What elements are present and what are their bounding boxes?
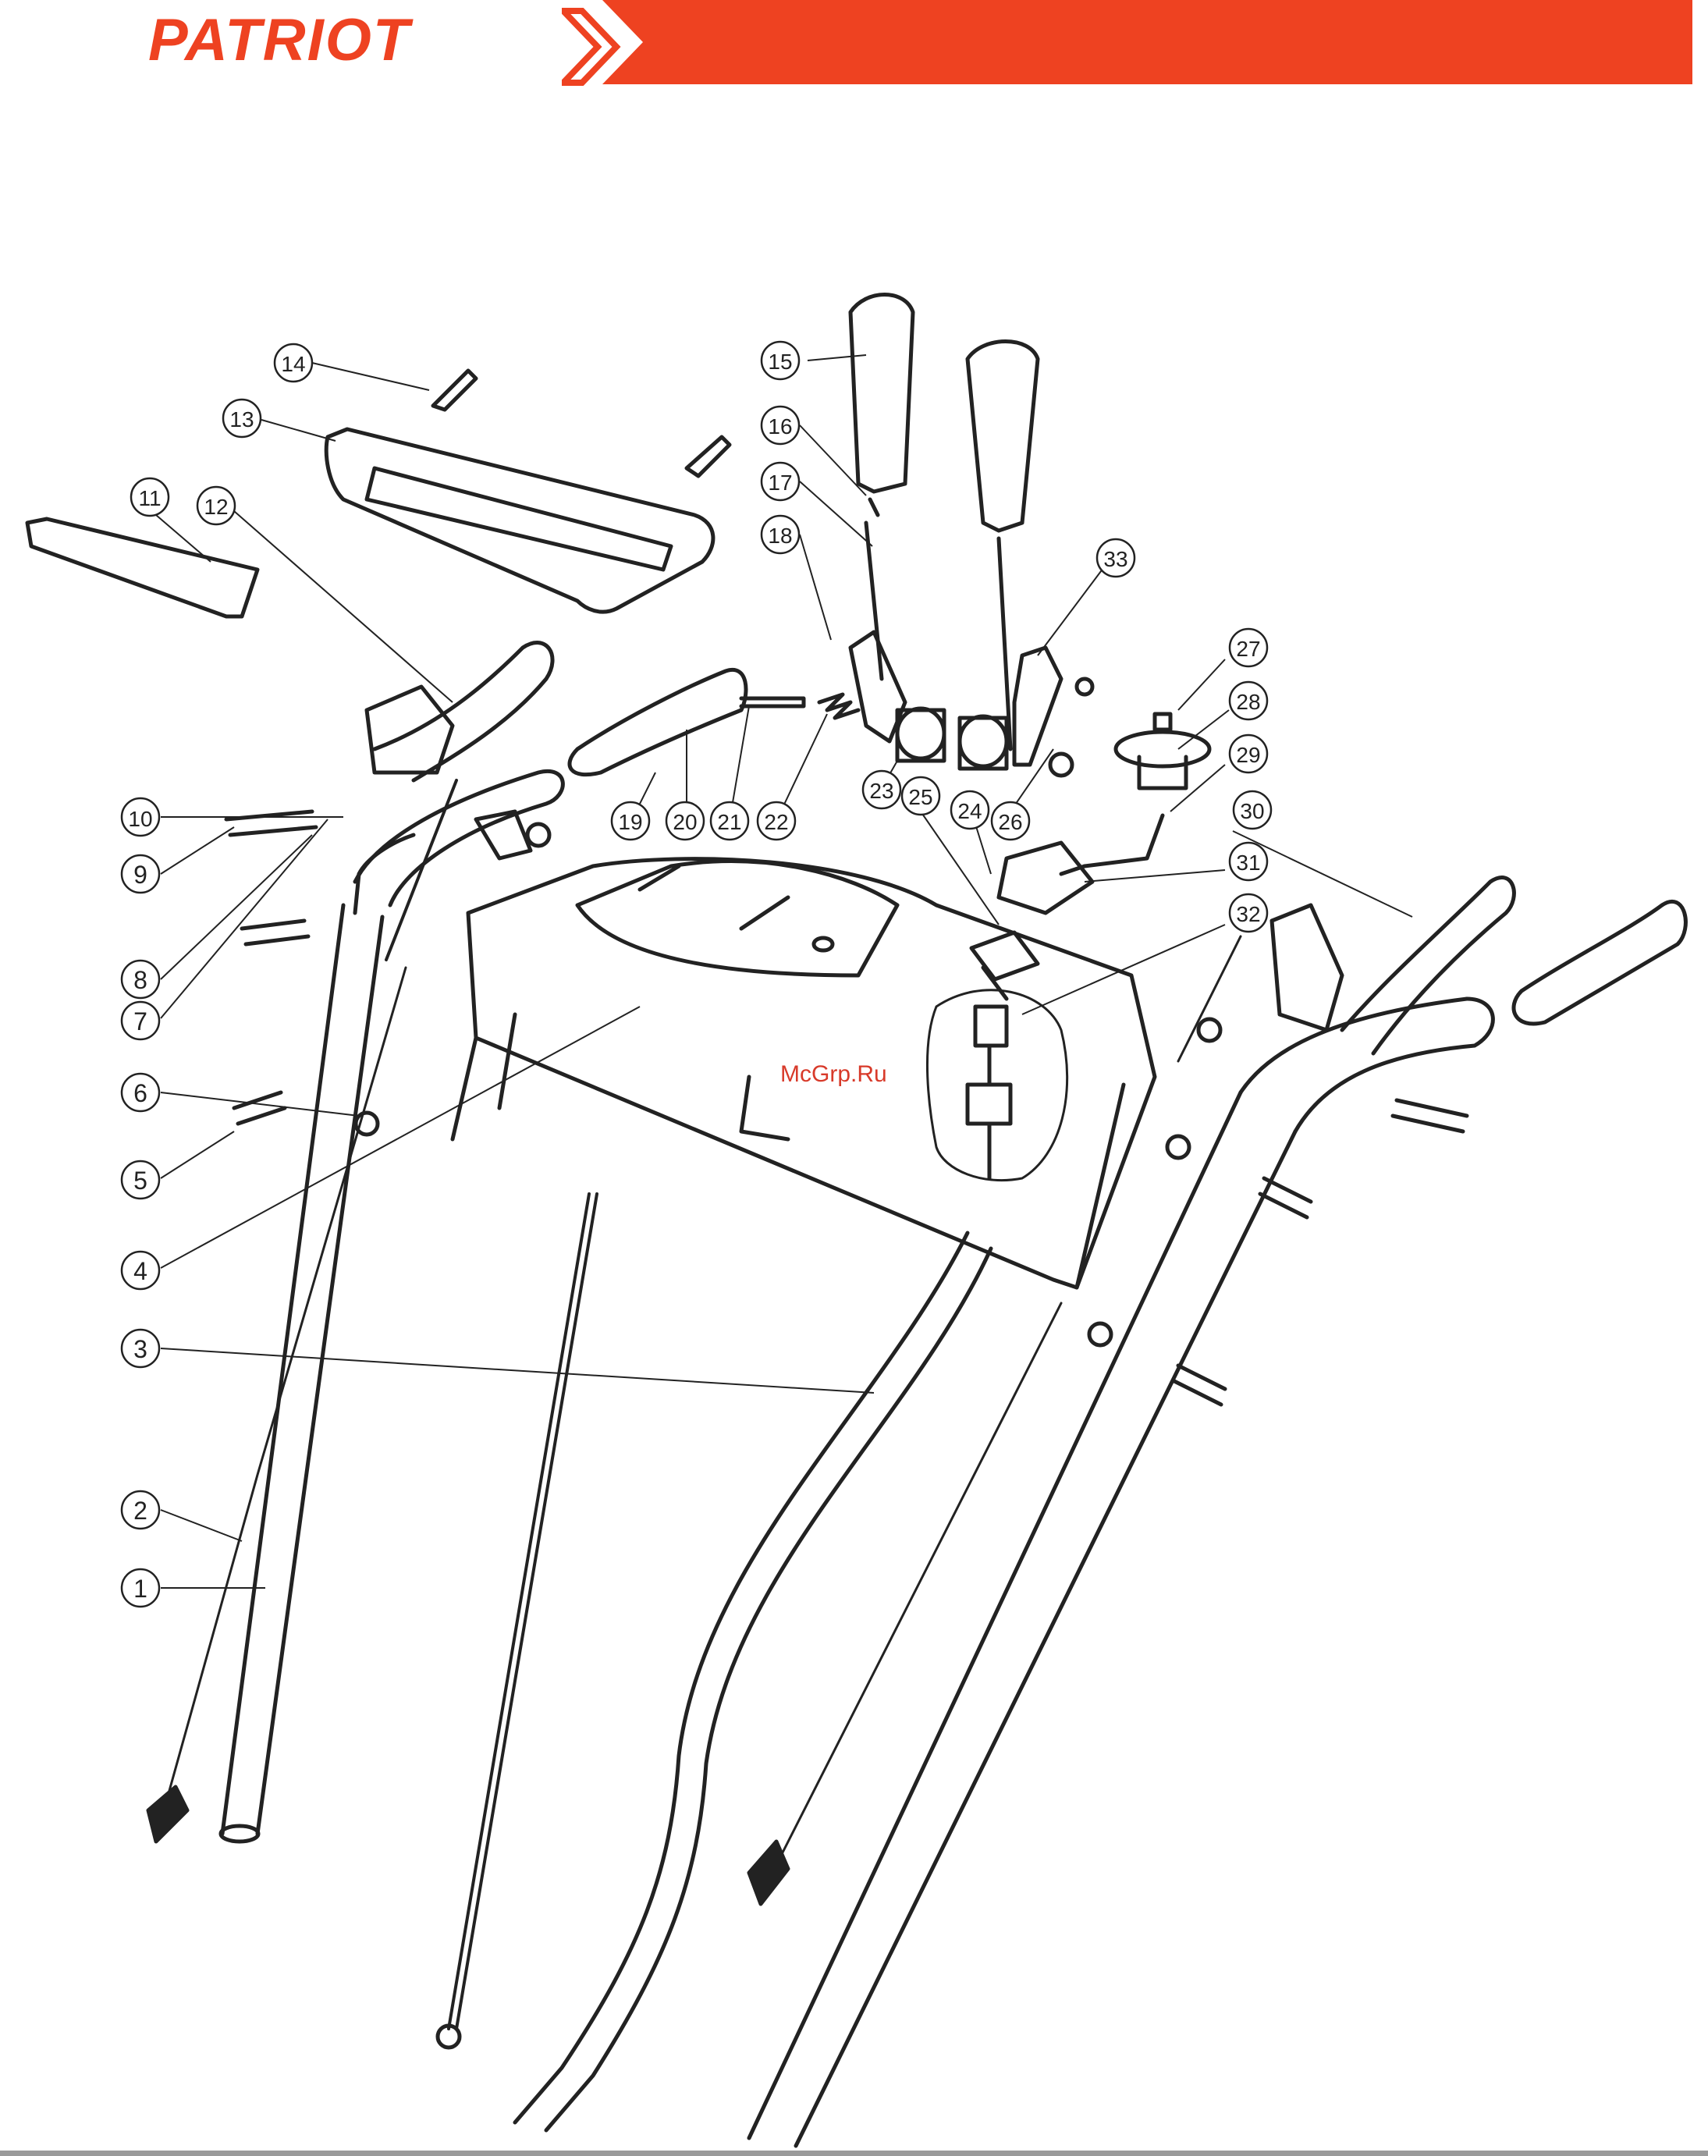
- callout-4: 4: [122, 1252, 159, 1289]
- svg-text:19: 19: [618, 810, 642, 834]
- cable-adjuster-inset: [927, 990, 1067, 1181]
- callout-7: 7: [122, 1002, 159, 1039]
- headlight-cover: [326, 429, 713, 612]
- callout-33: 33: [1097, 539, 1135, 577]
- svg-text:25: 25: [908, 785, 932, 809]
- svg-text:22: 22: [764, 810, 788, 834]
- callout-31: 31: [1230, 843, 1267, 880]
- svg-text:14: 14: [281, 352, 305, 376]
- svg-text:17: 17: [768, 471, 792, 495]
- callout-25: 25: [902, 777, 939, 815]
- svg-text:23: 23: [869, 779, 893, 803]
- callout-20: 20: [666, 802, 704, 840]
- chute-crank: [1061, 815, 1163, 874]
- callout-22: 22: [758, 802, 795, 840]
- svg-text:6: 6: [133, 1079, 147, 1107]
- svg-text:28: 28: [1236, 690, 1260, 714]
- callout-1: 1: [122, 1569, 159, 1607]
- chute-crank-knob: [1116, 714, 1209, 788]
- callout-5: 5: [122, 1161, 159, 1199]
- svg-text:1: 1: [133, 1575, 147, 1603]
- callout-23: 23: [863, 771, 900, 808]
- callout-14: 14: [275, 344, 312, 382]
- callout-28: 28: [1230, 682, 1267, 719]
- left-bail-lever: [367, 643, 552, 780]
- callout-30: 30: [1234, 791, 1271, 829]
- callout-2: 2: [122, 1491, 159, 1529]
- right-grip: [1514, 901, 1685, 1024]
- bolts: [226, 812, 1467, 1405]
- shift-lever-right: [968, 342, 1061, 765]
- svg-text:21: 21: [717, 810, 741, 834]
- svg-text:29: 29: [1236, 743, 1260, 767]
- chute-control-rod: [438, 1194, 597, 2048]
- callout-19: 19: [612, 802, 649, 840]
- lever-bushings: [897, 709, 1007, 769]
- svg-text:11: 11: [138, 486, 161, 510]
- svg-text:9: 9: [133, 861, 147, 889]
- lever-spring: [819, 694, 858, 718]
- svg-text:12: 12: [204, 495, 228, 519]
- svg-text:4: 4: [133, 1257, 147, 1285]
- right-bail-lever: [1272, 878, 1514, 1053]
- callout-6: 6: [122, 1074, 159, 1111]
- callout-32: 32: [1230, 894, 1267, 932]
- svg-text:10: 10: [128, 807, 152, 831]
- svg-text:3: 3: [133, 1335, 147, 1363]
- svg-text:7: 7: [133, 1007, 147, 1035]
- svg-text:31: 31: [1236, 851, 1260, 875]
- callout-8: 8: [122, 961, 159, 998]
- svg-text:8: 8: [133, 966, 147, 994]
- callout-12: 12: [197, 487, 235, 524]
- callout-labels: 1 2 3 4 5 6 7 8 9 10 11 12 13 14 15 16 1…: [122, 342, 1271, 1607]
- svg-text:2: 2: [133, 1497, 147, 1525]
- svg-text:24: 24: [957, 799, 982, 823]
- callout-9: 9: [122, 855, 159, 893]
- svg-text:26: 26: [998, 810, 1022, 834]
- left-upper-bar: [355, 771, 563, 905]
- callout-11: 11: [131, 478, 169, 516]
- watermark-text: McGrp.Ru: [780, 1063, 887, 1086]
- svg-text:20: 20: [673, 810, 697, 834]
- svg-text:15: 15: [768, 350, 792, 374]
- auger-flex-cable: [515, 1233, 991, 2130]
- callout-24: 24: [951, 791, 989, 829]
- left-handle-tube: [221, 835, 414, 1842]
- svg-text:18: 18: [768, 524, 792, 548]
- svg-text:27: 27: [1236, 637, 1260, 661]
- callout-15: 15: [762, 342, 799, 379]
- page-bottom-rule: [0, 2151, 1708, 2156]
- callout-17: 17: [762, 463, 799, 500]
- shift-bracket: [971, 843, 1092, 999]
- svg-text:32: 32: [1236, 902, 1260, 926]
- callout-3: 3: [122, 1330, 159, 1367]
- callout-29: 29: [1230, 735, 1267, 773]
- svg-text:13: 13: [229, 407, 254, 432]
- headlight-lens: [27, 519, 257, 616]
- svg-text:5: 5: [133, 1167, 147, 1195]
- svg-text:33: 33: [1103, 547, 1127, 571]
- shift-lever-left: [850, 295, 913, 742]
- callout-26: 26: [992, 802, 1029, 840]
- callout-10: 10: [122, 798, 159, 836]
- svg-text:16: 16: [768, 414, 792, 439]
- callout-16: 16: [762, 407, 799, 444]
- callout-21: 21: [711, 802, 748, 840]
- callout-18: 18: [762, 516, 799, 553]
- left-control-cable: [148, 780, 456, 1842]
- callout-27: 27: [1230, 629, 1267, 666]
- svg-text:30: 30: [1240, 799, 1264, 823]
- callout-13: 13: [223, 400, 261, 437]
